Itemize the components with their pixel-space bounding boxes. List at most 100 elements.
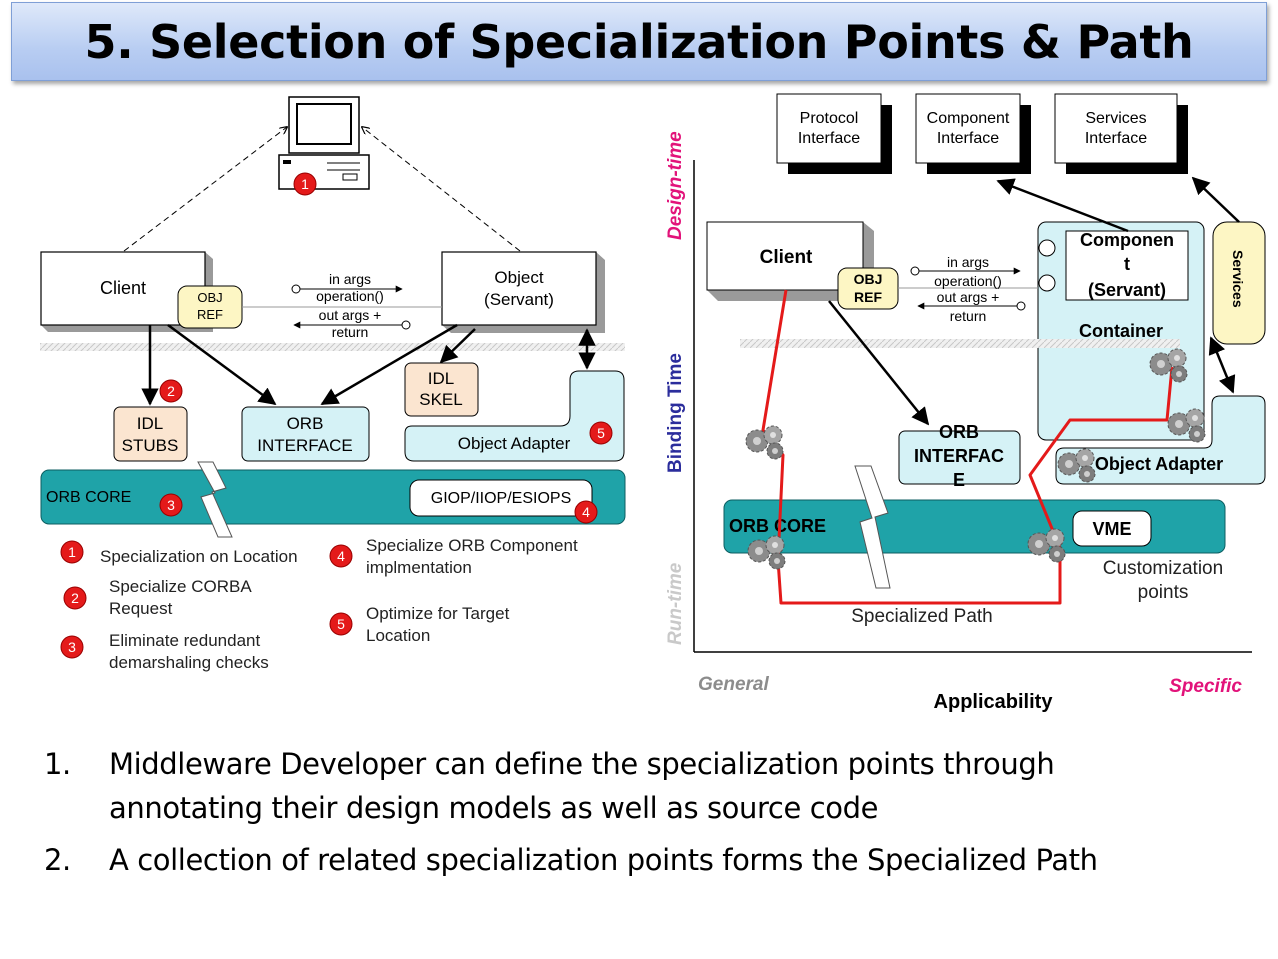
gears-icon	[747, 535, 786, 570]
bullet-list: 1. Middleware Developer can define the s…	[44, 742, 1244, 890]
svg-text:SKEL: SKEL	[419, 390, 462, 409]
marker-3-core	[159, 493, 183, 517]
left-object-servant-box: Object (Servant)	[441, 251, 605, 333]
svg-text:(Servant): (Servant)	[484, 290, 554, 309]
marker-4-giop	[574, 500, 598, 524]
svg-text:Interface: Interface	[1085, 130, 1147, 147]
svg-text:(Servant): (Servant)	[1088, 280, 1166, 300]
left-idl-stubs: IDL STUBS	[113, 406, 188, 462]
svg-text:3: 3	[68, 639, 76, 655]
left-obj-ref: OBJ REF	[177, 285, 243, 329]
svg-text:ORB: ORB	[287, 414, 324, 433]
svg-text:Interface: Interface	[798, 130, 860, 147]
svg-text:4: 4	[582, 504, 590, 520]
svg-text:out args +: out args +	[937, 289, 1000, 305]
container-box: Container Componen t (Servant)	[1037, 221, 1205, 441]
svg-text:INTERFACE: INTERFACE	[257, 436, 352, 455]
svg-text:E: E	[953, 470, 965, 490]
gears-icon	[1027, 528, 1066, 563]
component-interface-box: Component Interface	[915, 93, 1031, 174]
svg-text:implmentation: implmentation	[366, 558, 472, 577]
right-orb-interface: ORB INTERFAC E	[898, 422, 1021, 490]
protocol-interface-box: Protocol Interface	[776, 93, 892, 174]
svg-text:Object Adapter: Object Adapter	[458, 434, 571, 453]
svg-text:OBJ: OBJ	[197, 290, 222, 305]
svg-text:Client: Client	[760, 247, 813, 268]
svg-text:in args: in args	[329, 271, 371, 287]
marker-2-stubs	[159, 379, 183, 403]
svg-text:2: 2	[71, 590, 79, 606]
svg-text:GIOP/IIOP/ESIOPS: GIOP/IIOP/ESIOPS	[431, 490, 571, 507]
svg-text:IDL: IDL	[428, 369, 454, 388]
svg-text:3: 3	[167, 497, 175, 513]
svg-text:Services: Services	[1230, 250, 1246, 308]
legend-item-3: Eliminate redundant	[109, 631, 260, 650]
svg-text:IDL: IDL	[137, 414, 163, 433]
svg-text:INTERFAC: INTERFAC	[914, 446, 1004, 466]
y-label-binding-time: Binding Time	[665, 353, 686, 473]
legend-item-5: Optimize for Target	[366, 604, 510, 623]
svg-text:return: return	[950, 308, 987, 324]
left-idl-skel: IDL SKEL	[404, 362, 479, 417]
svg-text:Location: Location	[366, 626, 430, 645]
svg-text:Services: Services	[1085, 110, 1146, 127]
svg-text:return: return	[332, 324, 369, 340]
svg-text:5: 5	[597, 425, 605, 441]
gears-icon	[745, 425, 784, 460]
svg-text:Componen: Componen	[1080, 230, 1174, 250]
svg-text:Object Adapter: Object Adapter	[1095, 454, 1223, 474]
svg-text:out args +: out args +	[319, 307, 382, 323]
title-bar: 5. Selection of Specialization Points & …	[11, 2, 1267, 81]
svg-text:ORB CORE: ORB CORE	[46, 489, 131, 506]
legend-item-2: Specialize CORBA	[109, 577, 252, 596]
right-divider	[740, 339, 1180, 348]
right-diagram: Protocol Interface Component Interface S…	[665, 93, 1266, 713]
svg-text:5: 5	[337, 616, 345, 632]
svg-text:1: 1	[68, 544, 76, 560]
left-divider	[40, 343, 625, 351]
y-label-design-time: Design-time	[665, 131, 686, 240]
marker-1-label: 1	[301, 176, 309, 192]
svg-text:REF: REF	[854, 289, 882, 305]
right-orb-core: ORB CORE VME	[723, 465, 1226, 589]
legend-item-1: Specialization on Location	[100, 547, 298, 566]
svg-text:operation(): operation()	[316, 288, 384, 304]
svg-text:REF: REF	[197, 307, 223, 322]
marker-1-computer	[293, 172, 317, 196]
bullet-2: 2. A collection of related specializatio…	[44, 843, 1098, 877]
services-interface-box: Services Interface	[1054, 93, 1188, 174]
left-object-adapter: Object Adapter	[404, 370, 625, 462]
left-diagram: 1 Client OBJ REF Object	[40, 96, 626, 672]
slide-title: 5. Selection of Specialization Points & …	[84, 15, 1194, 69]
svg-text:demarshaling checks: demarshaling checks	[109, 653, 269, 672]
svg-text:Protocol: Protocol	[800, 110, 859, 127]
svg-text:Object: Object	[494, 268, 543, 287]
right-obj-ref: OBJ REF	[837, 267, 899, 310]
computer-icon	[278, 96, 370, 190]
svg-text:Component: Component	[927, 110, 1010, 127]
svg-text:ORB: ORB	[939, 422, 979, 442]
left-legend: 1 Specialization on Location 2 Specializ…	[60, 536, 578, 672]
svg-text:OBJ: OBJ	[854, 271, 883, 287]
left-orb-core: ORB CORE GIOP/IIOP/ESIOPS	[40, 461, 626, 538]
svg-text:points: points	[1138, 582, 1189, 603]
svg-text:2: 2	[167, 383, 175, 399]
y-label-run-time: Run-time	[665, 562, 686, 645]
marker-5-adapter	[589, 421, 613, 445]
svg-text:Container: Container	[1079, 321, 1163, 341]
right-object-adapter: Object Adapter	[1055, 395, 1266, 485]
legend-item-4: Specialize ORB Component	[366, 536, 578, 555]
services-box: Services	[1212, 221, 1266, 345]
svg-text:4: 4	[337, 548, 345, 564]
svg-text:Interface: Interface	[937, 130, 999, 147]
x-label-general: General	[698, 674, 769, 695]
svg-text:operation(): operation()	[934, 273, 1002, 289]
svg-text:Request: Request	[109, 599, 173, 618]
left-orb-interface: ORB INTERFACE	[241, 406, 370, 462]
specialized-path-label: Specialized Path	[851, 606, 993, 627]
svg-text:STUBS: STUBS	[122, 436, 179, 455]
x-label-applicability: Applicability	[934, 691, 1054, 713]
bullet-1: 1. Middleware Developer can define the s…	[44, 747, 1055, 825]
